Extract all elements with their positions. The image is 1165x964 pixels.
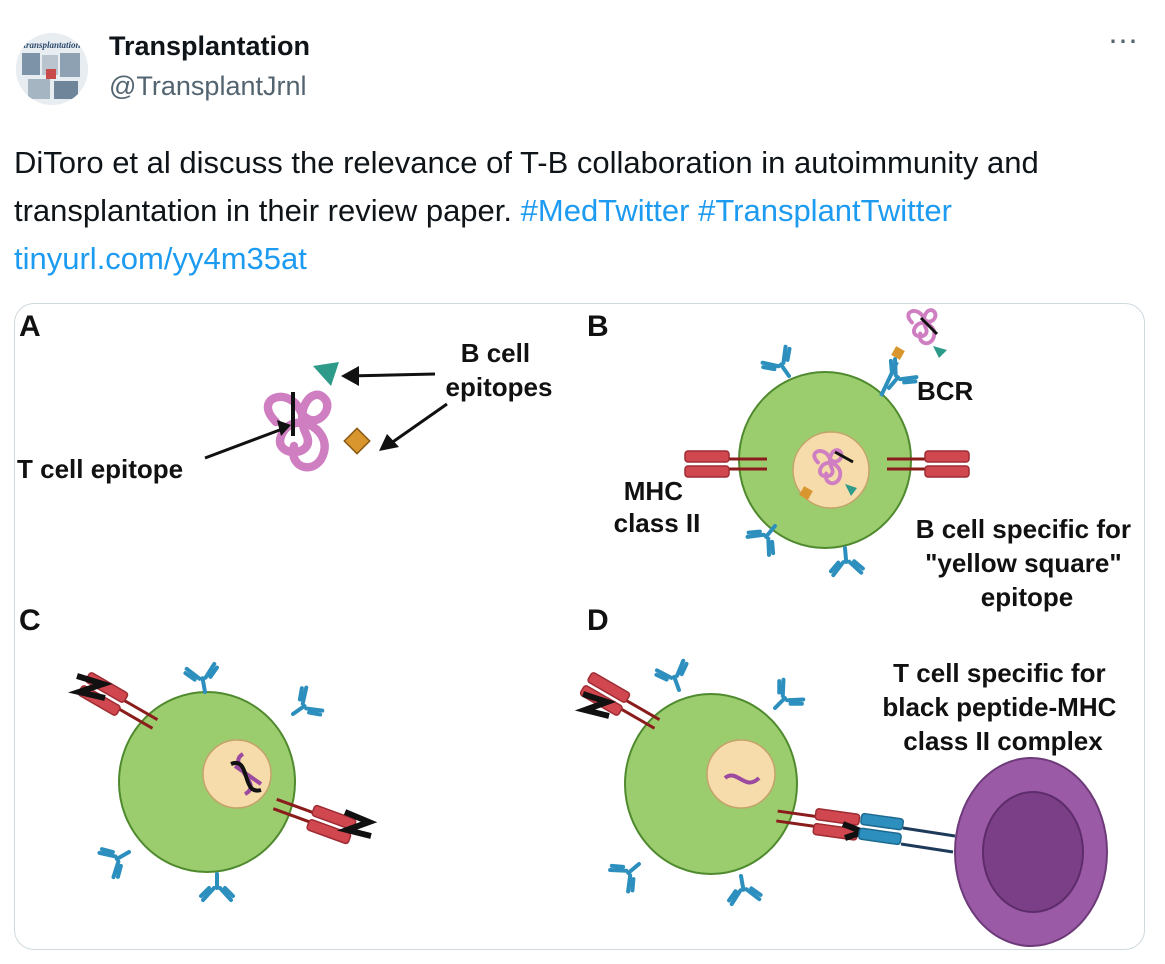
tweet-body: DiToro et al discuss the relevance of T-… xyxy=(14,145,1039,228)
t-cell-epitope-label: T cell epitope xyxy=(17,454,183,484)
account-name[interactable]: Transplantation xyxy=(109,31,311,61)
tweet-text: DiToro et al discuss the relevance of T-… xyxy=(14,139,1144,283)
mhc-label-line1: MHC xyxy=(624,476,683,506)
b-cell-specific-line1: B cell specific for xyxy=(916,514,1131,544)
b-cell-specific-line3: epitope xyxy=(981,582,1073,612)
b-cell-epitopes-line1: B cell xyxy=(461,338,530,368)
panel-c xyxy=(67,661,378,902)
nucleus-c xyxy=(202,739,272,809)
svg-text:B cell specific for "y: B cell specific for "yellow square" epit… xyxy=(916,514,1139,612)
svg-text:MHC class II: MHC class II xyxy=(614,476,701,538)
hashtag-medtwitter[interactable]: #MedTwitter xyxy=(520,193,690,228)
svg-text:T cell specific for b: T cell specific for black peptide-MHC cl… xyxy=(882,658,1123,756)
more-options-icon[interactable]: ⋯ xyxy=(1108,25,1139,58)
hashtag-transplanttwitter[interactable]: #TransplantTwitter xyxy=(698,193,952,228)
panel-a-letter: A xyxy=(19,310,41,343)
panel-d-letter: D xyxy=(587,604,609,637)
panel-c-letter: C xyxy=(19,604,41,637)
avatar-text: transplantation xyxy=(23,40,80,50)
mhc-label-line2: class II xyxy=(614,508,701,538)
panel-d: T cell specific for black peptide-MHC cl… xyxy=(574,658,1123,947)
panel-b: BCR MHC class II B cell specific for "ye… xyxy=(614,308,1139,612)
t-cell-nucleus xyxy=(982,791,1084,913)
svg-text:B cell epitopes: B cell epitopes xyxy=(446,338,553,402)
b-cell-specific-line2: "yellow square" xyxy=(925,548,1122,578)
t-cell-specific-line2: black peptide-MHC xyxy=(882,692,1116,722)
tweet-image[interactable]: A B C D B cell epitopes T cell epitope xyxy=(14,303,1145,950)
avatar[interactable]: transplantation xyxy=(16,33,88,105)
panel-a: B cell epitopes T cell epitope xyxy=(17,338,552,484)
t-cell-specific-line3: class II complex xyxy=(903,726,1103,756)
b-cell-epitopes-line2: epitopes xyxy=(446,372,553,402)
account-handle[interactable]: @TransplantJrnl xyxy=(109,71,307,101)
yellow-epitope xyxy=(343,427,371,455)
tweet-link[interactable]: tinyurl.com/yy4m35at xyxy=(14,241,307,276)
nucleus-d xyxy=(706,739,776,809)
teal-epitope xyxy=(313,362,339,386)
bcr-label: BCR xyxy=(917,376,974,406)
t-cell-specific-line1: T cell specific for xyxy=(893,658,1105,688)
panel-b-letter: B xyxy=(587,310,609,343)
